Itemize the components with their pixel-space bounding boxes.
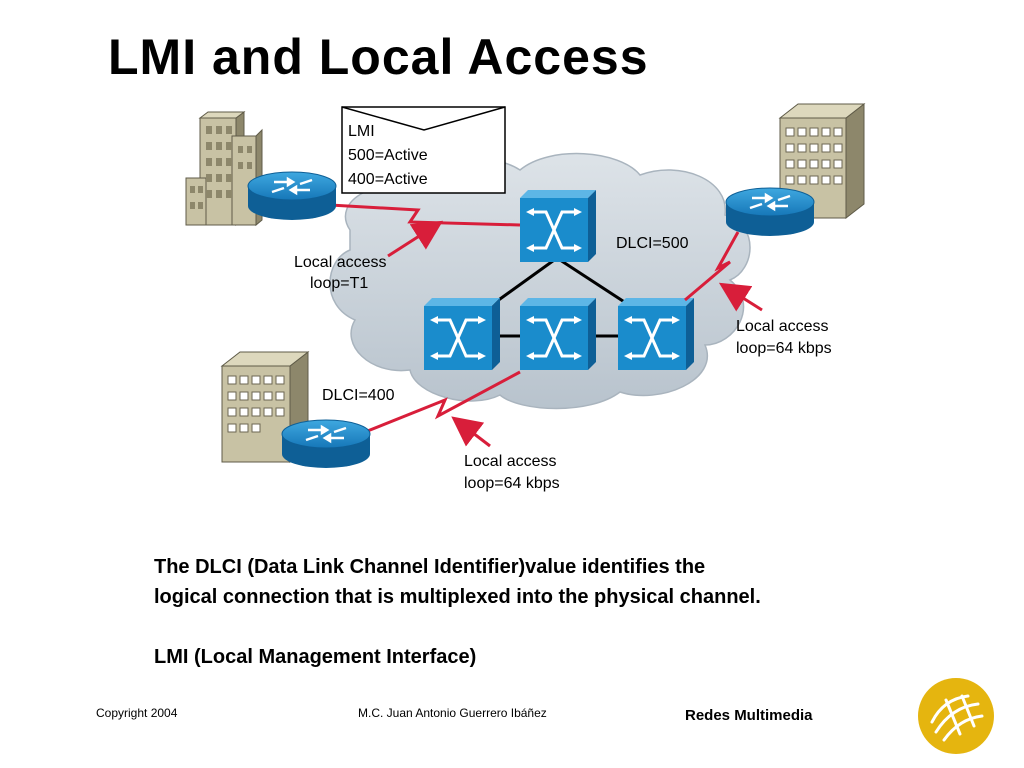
- slide-title: LMI and Local Access: [108, 29, 649, 85]
- router-icon: [247, 171, 337, 220]
- lmi-text-line2: 500=Active: [348, 147, 428, 164]
- university-logo-icon: [918, 678, 994, 754]
- description-line-1: The DLCI (Data Link Channel Identifier)v…: [154, 556, 706, 578]
- dlci-500-label: DLCI=500: [616, 235, 689, 252]
- lmi-envelope: LMI 500=Active 400=Active: [341, 106, 506, 194]
- lmi-text-line3: 400=Active: [348, 171, 428, 188]
- frame-relay-switch-icon: [520, 298, 596, 370]
- router-icon: [281, 419, 371, 468]
- local-access-right-loop: loop=64 kbps: [736, 340, 832, 357]
- local-access-t1-loop: loop=T1: [310, 275, 368, 292]
- lmi-text-line1: LMI: [348, 123, 375, 140]
- footer-copyright: Copyright 2004: [96, 706, 178, 720]
- frame-relay-switch-icon: [520, 190, 596, 262]
- description-line-2: logical connection that is multiplexed i…: [154, 586, 761, 608]
- dlci-400-label: DLCI=400: [322, 387, 395, 404]
- local-access-bottom-label: Local access: [464, 453, 557, 470]
- access-links: [329, 203, 740, 434]
- footer-author: M.C. Juan Antonio Guerrero Ibáñez: [358, 706, 547, 720]
- local-access-bottom-loop: loop=64 kbps: [464, 475, 560, 492]
- footer-course: Redes Multimedia: [685, 707, 813, 724]
- pointer-arrows: [387, 220, 763, 448]
- frame-relay-switch-icon: [424, 298, 500, 370]
- local-access-t1-label: Local access: [294, 254, 387, 271]
- description-line-3: LMI (Local Management Interface): [154, 646, 477, 668]
- frame-relay-diagram: LMI 500=Active 400=Active Local access l…: [185, 102, 866, 492]
- building-icon: [185, 111, 263, 227]
- description-text: The DLCI (Data Link Channel Identifier)v…: [154, 552, 761, 672]
- local-access-right-label: Local access: [736, 318, 829, 335]
- router-icon: [725, 187, 815, 236]
- frame-relay-switch-icon: [618, 298, 694, 370]
